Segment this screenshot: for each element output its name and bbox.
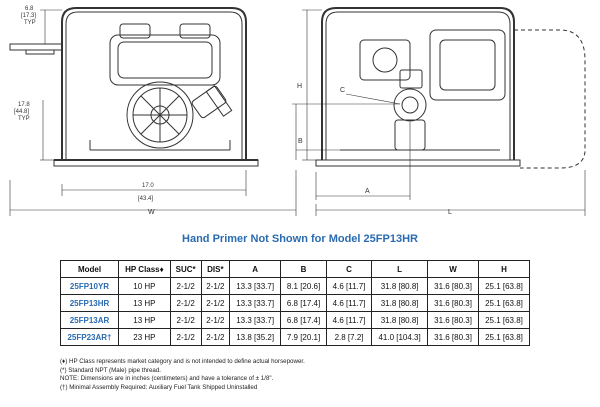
- cell-hp: 10 HP: [117, 277, 171, 295]
- cell-hp: 13 HP: [117, 294, 171, 312]
- cell-h: 25.1 [63.8]: [478, 294, 530, 312]
- pump-front-view: [315, 7, 586, 169]
- dim-label-c: C: [340, 87, 345, 94]
- cell-suc: 2-1/2: [169, 311, 202, 329]
- cell-model: 25FP13AR: [60, 311, 119, 329]
- cell-w: 31.6 [80.3]: [427, 277, 479, 295]
- cell-w: 31.6 [80.3]: [427, 311, 479, 329]
- footnote-assembly: (†) Minimal Assembly Required: Auxiliary…: [60, 383, 258, 391]
- dim-top-typ: TYP: [24, 20, 36, 26]
- dim-label-l: L: [448, 209, 452, 216]
- col-header-hp-class: HP Class♦: [117, 260, 171, 278]
- table-title: Hand Primer Not Shown for Model 25FP13HR: [182, 233, 418, 245]
- col-header-c: C: [325, 260, 373, 278]
- cell-dis: 2-1/2: [200, 311, 231, 329]
- col-header-l: L: [371, 260, 429, 278]
- col-header-suc: SUC*: [169, 260, 202, 278]
- cell-h: 25.1 [63.8]: [478, 311, 530, 329]
- footnote-dimensions: NOTE: Dimensions are in inches (centimet…: [60, 375, 274, 383]
- dim-bottom-metric: [43.4]: [138, 196, 153, 202]
- cell-w: 31.6 [80.3]: [427, 294, 479, 312]
- table-header-row: Model HP Class♦ SUC* DIS* A B C L W H: [60, 260, 530, 278]
- cell-b: 7.9 [20.1]: [280, 328, 327, 346]
- col-header-a: A: [229, 260, 282, 278]
- cell-suc: 2-1/2: [169, 277, 202, 295]
- col-header-h: H: [478, 260, 530, 278]
- footnotes: (♦) HP Class represents market category …: [60, 358, 540, 392]
- table-row: 25FP13AR 13 HP 2-1/2 2-1/2 13.3 [33.7] 6…: [60, 311, 530, 329]
- cell-dis: 2-1/2: [200, 328, 231, 346]
- table-row: 25FP10YR 10 HP 2-1/2 2-1/2 13.3 [33.7] 8…: [60, 277, 530, 295]
- model-dimension-table: Model HP Class♦ SUC* DIS* A B C L W H 25…: [60, 260, 530, 346]
- cell-dis: 2-1/2: [200, 294, 231, 312]
- cell-h: 25.1 [63.8]: [478, 328, 530, 346]
- dim-label-w: W: [148, 209, 155, 216]
- cell-c: 4.6 [11.7]: [325, 277, 373, 295]
- footnote-hp-class: (♦) HP Class represents market category …: [60, 358, 305, 365]
- footnote-npt: (*) Standard NPT (Male) pipe thread.: [60, 366, 161, 374]
- dim-label-a: A: [365, 188, 370, 195]
- cell-l: 41.0 [104.3]: [371, 328, 429, 346]
- cell-suc: 2-1/2: [169, 328, 202, 346]
- dim-side-metric: [44.8]: [14, 109, 29, 115]
- dim-bottom-value: 17.0: [142, 183, 154, 189]
- cell-a: 13.3 [33.7]: [229, 311, 282, 329]
- col-header-w: W: [427, 260, 479, 278]
- dim-label-h: H: [297, 83, 302, 90]
- dim-label-b: B: [298, 138, 303, 145]
- cell-c: 4.6 [11.7]: [325, 311, 373, 329]
- cell-l: 31.8 [80.8]: [371, 311, 429, 329]
- dim-top-value: 6.8: [25, 6, 34, 12]
- cell-dis: 2-1/2: [200, 277, 231, 295]
- cell-l: 31.8 [80.8]: [371, 277, 429, 295]
- cell-h: 25.1 [63.8]: [478, 277, 530, 295]
- cell-b: 6.8 [17.4]: [280, 311, 327, 329]
- cell-a: 13.3 [33.7]: [229, 294, 282, 312]
- cell-model: 25FP10YR: [60, 277, 119, 295]
- cell-a: 13.8 [35.2]: [229, 328, 282, 346]
- cell-c: 4.6 [11.7]: [325, 294, 373, 312]
- dimension-drawings: 6.8 [17.3] TYP 17.8 [44.8] TYP 17.0 [43.…: [9, 6, 586, 216]
- cell-l: 31.8 [80.8]: [371, 294, 429, 312]
- col-header-dis: DIS*: [200, 260, 231, 278]
- dim-side-typ: TYP: [18, 116, 30, 122]
- table-row: 25FP13HR 13 HP 2-1/2 2-1/2 13.3 [33.7] 6…: [60, 294, 530, 312]
- cell-model: 25FP13HR: [60, 294, 119, 312]
- cell-w: 31.6 [80.3]: [427, 328, 479, 346]
- cell-b: 6.8 [17.4]: [280, 294, 327, 312]
- col-header-b: B: [280, 260, 327, 278]
- table-row: 25FP23AR† 23 HP 2-1/2 2-1/2 13.8 [35.2] …: [60, 328, 530, 346]
- cell-suc: 2-1/2: [169, 294, 202, 312]
- cell-a: 13.3 [33.7]: [229, 277, 282, 295]
- cell-hp: 23 HP: [117, 328, 171, 346]
- cell-b: 8.1 [20.6]: [280, 277, 327, 295]
- cell-c: 2.8 [7.2]: [325, 328, 373, 346]
- dim-side-value: 17.8: [18, 102, 30, 108]
- pump-side-view: [9, 7, 259, 167]
- col-header-model: Model: [60, 260, 119, 278]
- cell-model: 25FP23AR†: [60, 328, 119, 346]
- dim-top-metric: [17.3]: [21, 13, 36, 19]
- cell-hp: 13 HP: [117, 311, 171, 329]
